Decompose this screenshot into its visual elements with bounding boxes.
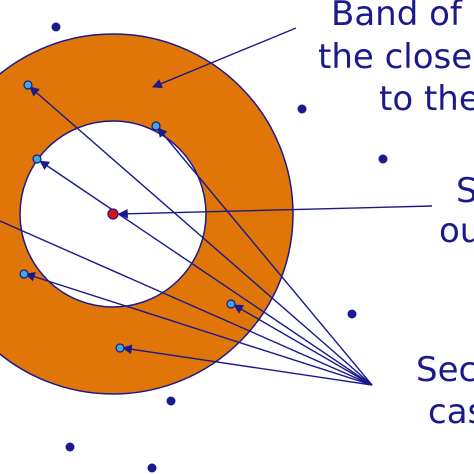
background-point — [297, 104, 307, 114]
candidate-point — [226, 299, 236, 309]
candidate-points — [19, 80, 236, 353]
second-label-line2: cas — [428, 392, 474, 432]
query-label-line2: ou — [439, 211, 474, 251]
arrow — [233, 304, 373, 386]
arrow — [122, 344, 373, 386]
arrow — [39, 160, 373, 386]
arrow — [25, 272, 373, 386]
background-point — [378, 154, 388, 164]
candidate-point — [19, 269, 29, 279]
candidate-point — [32, 154, 42, 164]
background-point — [65, 442, 75, 452]
background-points — [51, 22, 388, 473]
candidate-point — [23, 80, 33, 90]
band-label-line3: to the — [379, 79, 474, 119]
background-point — [51, 22, 61, 32]
candidate-point — [115, 343, 125, 353]
arrow — [157, 127, 373, 386]
background-point — [166, 396, 176, 406]
candidate-point — [151, 121, 161, 131]
background-point — [347, 309, 357, 319]
background-point — [147, 463, 157, 473]
query-arrow — [118, 205, 433, 219]
band-label-line2: the close — [318, 37, 472, 77]
arrow — [29, 86, 373, 386]
query-label-line1: S — [456, 171, 474, 211]
band-label-line1: Band of — [331, 0, 463, 34]
band-arrow — [152, 27, 297, 89]
query-point — [107, 208, 119, 220]
second-label-line1: Sec — [416, 350, 474, 390]
candidate-arrows — [0, 86, 373, 386]
arrow — [0, 220, 373, 386]
